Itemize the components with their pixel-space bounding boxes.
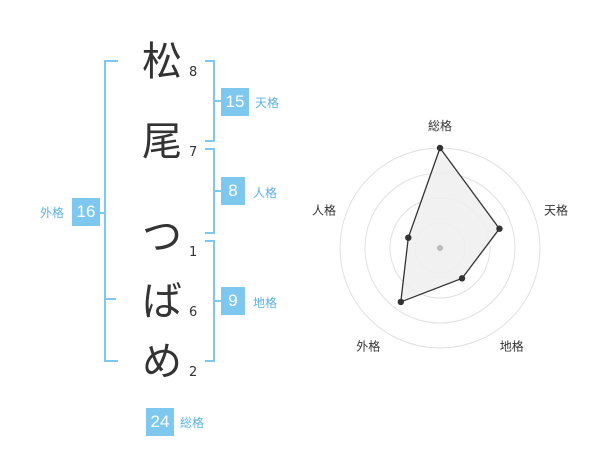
chi-tick xyxy=(215,300,221,302)
name-char-2: 尾 xyxy=(142,119,182,165)
jin-bracket xyxy=(205,148,215,234)
chi-value-box: 9 xyxy=(221,287,245,315)
name-char-4: ば xyxy=(142,279,182,325)
stroke-count-3: 1 xyxy=(189,245,198,260)
radar-point-1 xyxy=(436,144,444,152)
so-value-box: 24 xyxy=(146,408,174,436)
radar-point-4 xyxy=(397,298,405,306)
jin-value-box: 8 xyxy=(221,177,245,205)
radar-axis-label-3: 地格 xyxy=(500,339,524,354)
jin-tick xyxy=(215,190,221,192)
stroke-count-4: 6 xyxy=(189,305,198,320)
gai-label: 外格 xyxy=(40,206,65,220)
radar-axis-label-1: 総格 xyxy=(428,118,452,133)
chi-bracket xyxy=(205,240,215,362)
so-label: 総格 xyxy=(180,416,205,430)
ten-label: 天格 xyxy=(255,96,280,110)
name-char-5: め xyxy=(142,339,182,385)
radar-area xyxy=(400,146,501,303)
radar-axis-label-4: 外格 xyxy=(356,339,380,354)
ten-bracket xyxy=(205,60,215,142)
radar-point-3 xyxy=(458,275,466,282)
gai-bracket-mid xyxy=(104,298,116,300)
stroke-count-2: 7 xyxy=(189,145,198,160)
name-char-3: つ xyxy=(142,214,182,260)
chi-label: 地格 xyxy=(253,296,278,310)
gai-bracket xyxy=(104,60,118,362)
radar-axis-label-2: 天格 xyxy=(544,202,568,217)
radar-center-dot xyxy=(437,245,443,251)
radar-point-5 xyxy=(405,234,412,241)
name-char-1: 松 xyxy=(142,39,182,85)
jin-label: 人格 xyxy=(253,186,278,200)
gai-bracket-tick xyxy=(96,212,104,214)
gai-value-box: 16 xyxy=(72,198,100,226)
stroke-count-1: 8 xyxy=(189,65,198,80)
radar-axis-label-5: 人格 xyxy=(312,202,336,217)
ten-value-box: 15 xyxy=(221,88,249,116)
ten-tick xyxy=(215,100,221,102)
stroke-count-5: 2 xyxy=(189,365,198,380)
radar-point-2 xyxy=(496,225,503,232)
